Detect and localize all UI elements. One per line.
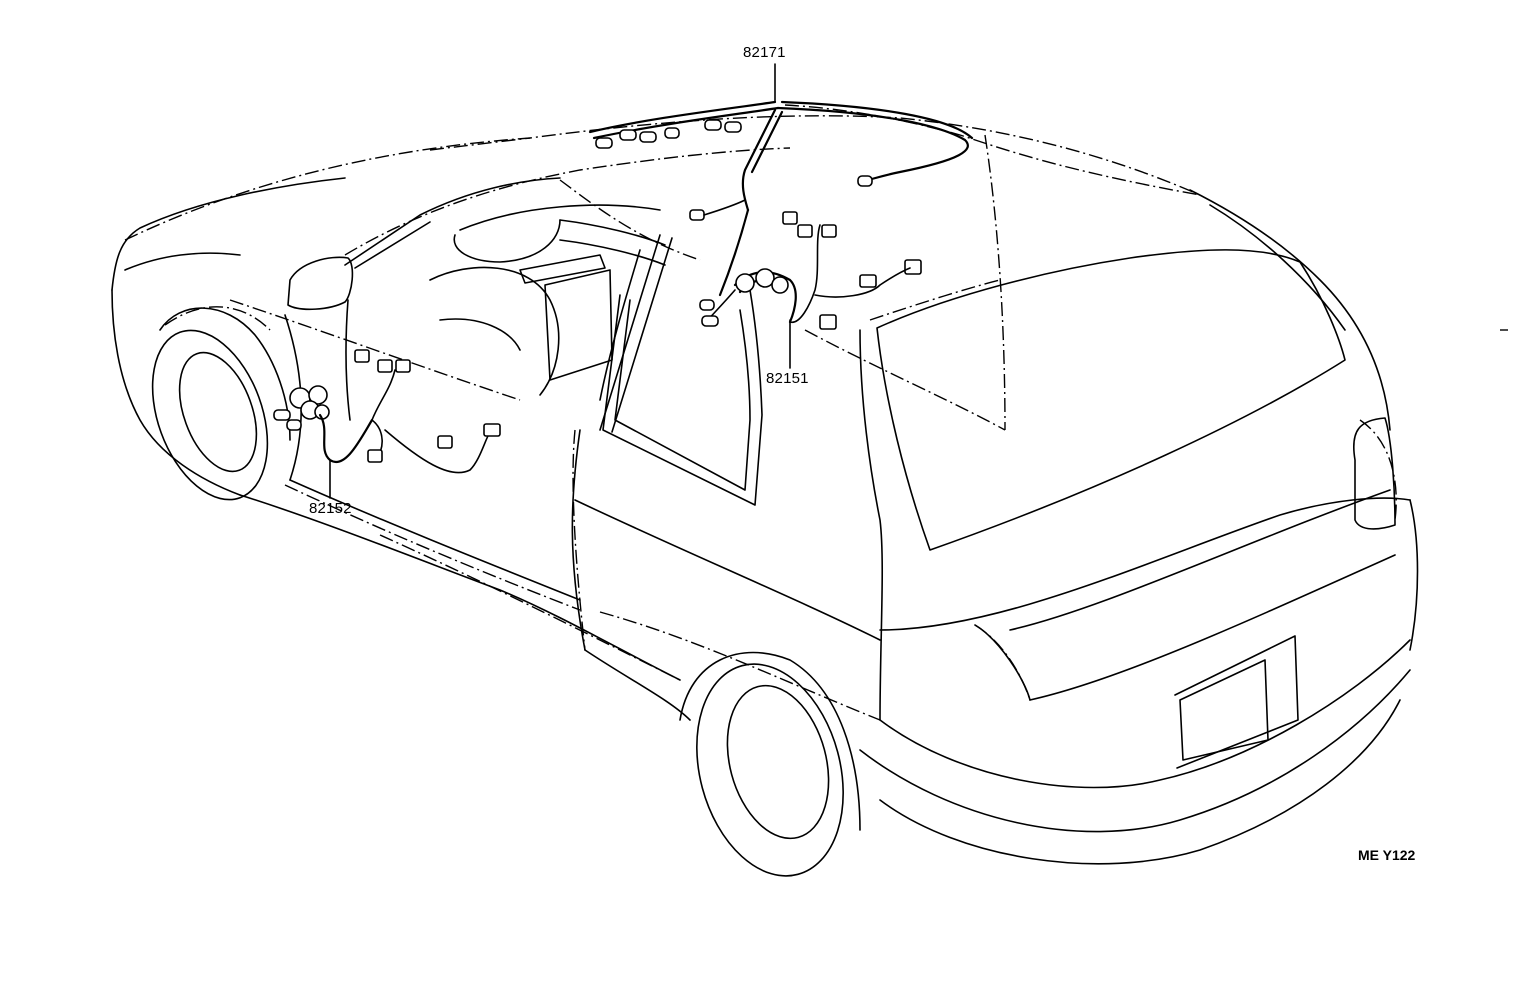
front-door-wire-harness (273, 349, 501, 499)
rear-door-wire-harness (699, 211, 922, 369)
figure-code: ME Y122 (1358, 847, 1416, 863)
part-label-roof-harness: 82171 (743, 44, 786, 61)
connector (595, 137, 613, 149)
part-label-front-door-harness: 82152 (309, 500, 352, 517)
car-body-phantom-outline (124, 104, 1508, 721)
roof-wire-harness (588, 63, 974, 297)
part-label-rear-door-harness: 82151 (766, 370, 809, 387)
